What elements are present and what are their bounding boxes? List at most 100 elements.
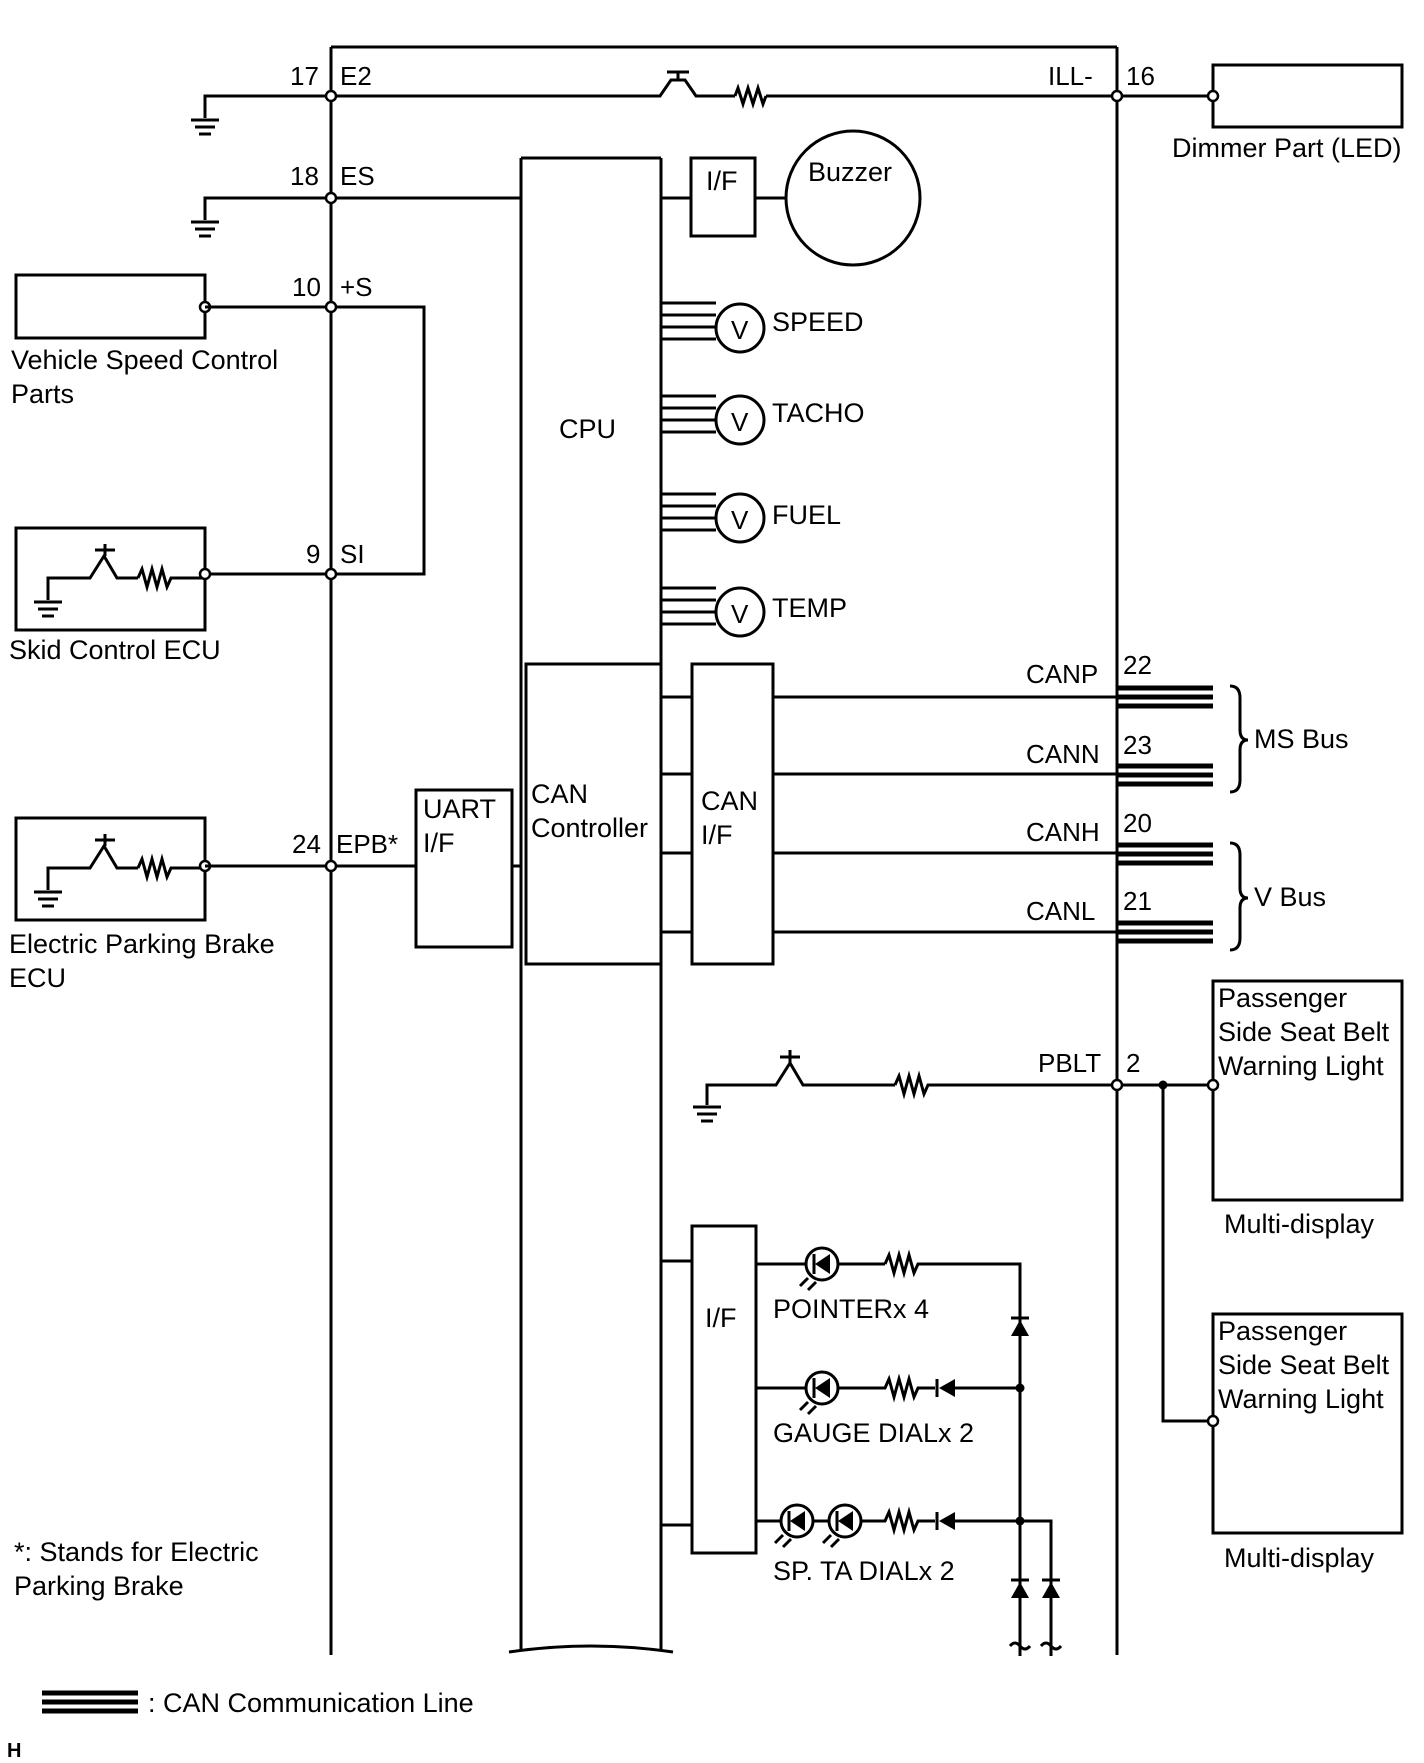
epb-transistor [46,834,205,890]
if-box-bottom [690,1224,758,1555]
terminal-ill [1110,89,1124,103]
gauge-label-speed: SPEED [772,307,864,337]
ground-icon [189,220,221,238]
junction-dot [1158,1080,1168,1090]
e2-wire [203,94,331,118]
v-bus-brace [1229,841,1249,952]
led-icon [773,1503,815,1549]
gauge-label-temp: TEMP [772,593,847,623]
voltmeter-icon [714,302,766,354]
uart-if-box [414,788,514,949]
terminal-multi-display-2 [1206,1414,1220,1428]
can-if-label-1: CAN [701,786,758,816]
pin-name-plus-s: +S [340,272,373,302]
terminal-es [324,191,338,205]
gauge-symbol: V [731,505,749,535]
pin-name-cann: CANN [1026,739,1100,769]
multi-display-1-line-2: Side Seat Belt [1218,1017,1390,1047]
pointer-led-circuit [756,1249,1029,1656]
pin-name-epb: EPB* [336,829,398,859]
sp-ta-dial-led-circuit [756,1506,1063,1656]
ms-bus-brace [1229,684,1249,794]
terminal-e2 [324,89,338,103]
ground-icon [189,118,221,136]
buzzer-label: Buzzer [808,157,892,187]
cpu-if-bottom-links [661,1259,692,1527]
multi-display-2-line-3: Warning Light [1218,1384,1384,1414]
es-wire [203,196,521,220]
terminal-epb [324,859,338,873]
pin-num-ill: 16 [1126,61,1155,91]
gauge-symbol: V [731,315,749,345]
pin-num-es: 18 [290,161,319,191]
multi-display-2-line-1: Passenger [1218,1316,1347,1346]
led-icon [798,1246,840,1292]
can-controller-links [661,695,692,934]
ms-bus-label: MS Bus [1254,724,1349,754]
gauge-label-fuel: FUEL [772,500,841,530]
epb-ecu-label-1: Electric Parking Brake [9,929,275,959]
voltmeter-icon [714,394,766,446]
pin-num-canp: 22 [1123,650,1152,680]
gauge-fuel: V FUEL [661,492,841,544]
pin-name-es: ES [340,161,375,191]
voltmeter-icon [714,586,766,638]
pin-num-plus-s: 10 [292,272,321,302]
pin-name-canp: CANP [1026,659,1098,689]
terminal-pblt [1110,1078,1124,1092]
vehicle-speed-box [14,273,207,340]
terminal-dimmer [1206,89,1220,103]
multi-display-1-line-1: Passenger [1218,983,1347,1013]
gauge-label-tacho: TACHO [772,398,865,428]
pin-name-si: SI [340,539,365,569]
if-label-bottom: I/F [705,1303,737,1333]
led-label-pointer: POINTERx 4 [773,1294,929,1324]
v-bus-label: V Bus [1254,882,1326,912]
plus-s-wire [205,305,426,576]
pin-num-si: 9 [306,539,320,569]
buzzer-icon [784,129,922,267]
terminal-skid [198,567,212,581]
multi-display-2-box [1211,1312,1404,1535]
gauge-dial-led-circuit [756,1373,1020,1403]
multi-display-2-caption: Multi-display [1224,1543,1375,1573]
can-if-label-2: I/F [701,820,733,850]
skid-transistor [46,544,205,600]
vehicle-speed-label-1: Vehicle Speed Control [11,345,278,375]
can-controller-label-1: CAN [531,779,588,809]
if-label-buzzer: I/F [706,166,738,196]
pin-num-pblt: 2 [1126,1048,1140,1078]
gauge-tacho: V TACHO [661,394,865,446]
led-icon [798,1370,840,1416]
multi-display-1-box [1211,979,1404,1202]
cpu-label: CPU [559,414,616,444]
ill-line [331,70,1213,110]
led-label-gauge-dial: GAUGE DIALx 2 [773,1418,974,1448]
gauge-symbol: V [731,599,749,629]
can-controller-label-2: Controller [531,813,648,843]
legend-can-line-sample [42,1690,138,1714]
multi-display-2-line-2: Side Seat Belt [1218,1350,1390,1380]
can-controller-box [524,662,663,966]
pblt-circuit [705,1050,1213,1423]
uart-label-1: UART [423,794,496,824]
terminal-si [324,567,338,581]
pin-num-cann: 23 [1123,730,1152,760]
multi-display-1-line-3: Warning Light [1218,1051,1384,1081]
uart-label-2: I/F [423,828,455,858]
pin-num-canh: 20 [1123,808,1152,838]
can-communication-lines [1117,685,1213,944]
meter-outline [329,45,1119,1655]
junction-dot [1015,1383,1025,1393]
pin-num-canl: 21 [1123,886,1152,916]
skid-ecu-label: Skid Control ECU [9,635,221,665]
gauge-speed: V SPEED [661,301,864,354]
footnote-line-2: Parking Brake [14,1571,184,1601]
pin-name-canl: CANL [1026,896,1095,926]
can-lines [773,695,1117,934]
footnote-line-1: *: Stands for Electric [14,1537,259,1567]
legend-label: : CAN Communication Line [148,1688,474,1718]
corner-mark: H [7,1740,21,1762]
pin-num-e2: 17 [290,61,319,91]
